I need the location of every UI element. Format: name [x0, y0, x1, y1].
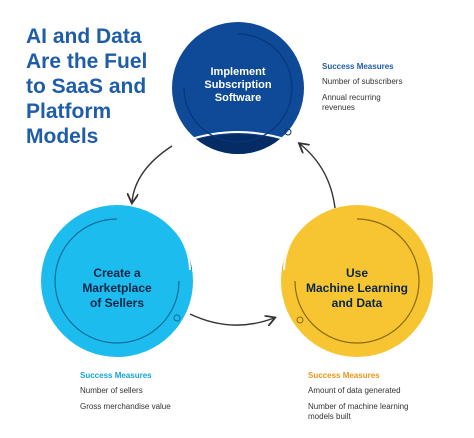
node-left-label: Create a Marketplace of Sellers: [62, 266, 172, 311]
title-line: Are the Fuel: [26, 50, 148, 73]
node-right-line: Machine Learning: [305, 281, 409, 295]
node-left-line: of Sellers: [89, 296, 145, 310]
measure-item: Number of machine learning models built: [308, 402, 409, 421]
measures-heading: Success Measures: [80, 371, 152, 380]
node-left-line: Create a: [93, 266, 141, 280]
left-success-measures: Success Measures Number of sellers Gross…: [80, 371, 230, 418]
measures-heading: Success Measures: [322, 62, 394, 71]
measure-item: Amount of data generated: [308, 386, 401, 395]
diagram-title: AI and Data Are the Fuel to SaaS and Pla…: [26, 24, 176, 149]
node-right-line: Use: [345, 266, 368, 280]
measure-item: Annual recurring revenues: [322, 93, 381, 112]
arrow-left-to-right: [189, 313, 274, 325]
node-right-line: and Data: [331, 296, 383, 310]
node-right-label: Use Machine Learning and Data: [297, 266, 417, 311]
node-left-line: Marketplace: [82, 281, 152, 295]
measures-heading: Success Measures: [308, 371, 380, 380]
right-success-measures: Success Measures Amount of data generate…: [308, 371, 468, 428]
node-top-label: Implement Subscription Software: [188, 66, 288, 105]
title-line: AI and Data: [26, 25, 142, 48]
top-success-measures: Success Measures Number of subscribers A…: [322, 62, 462, 119]
node-top-line: Software: [214, 92, 262, 104]
node-top-line: Subscription: [204, 79, 272, 91]
measure-item: Number of subscribers: [322, 77, 403, 86]
measure-item: Number of sellers: [80, 386, 143, 395]
title-line: to SaaS and: [26, 75, 147, 98]
arrow-right-to-top: [300, 144, 336, 209]
title-line: Platform: [26, 100, 112, 123]
title-line: Models: [26, 125, 99, 148]
arrow-top-to-left: [132, 145, 173, 202]
measure-item: Gross merchandise value: [80, 402, 171, 411]
node-top-line: Implement: [210, 66, 266, 78]
